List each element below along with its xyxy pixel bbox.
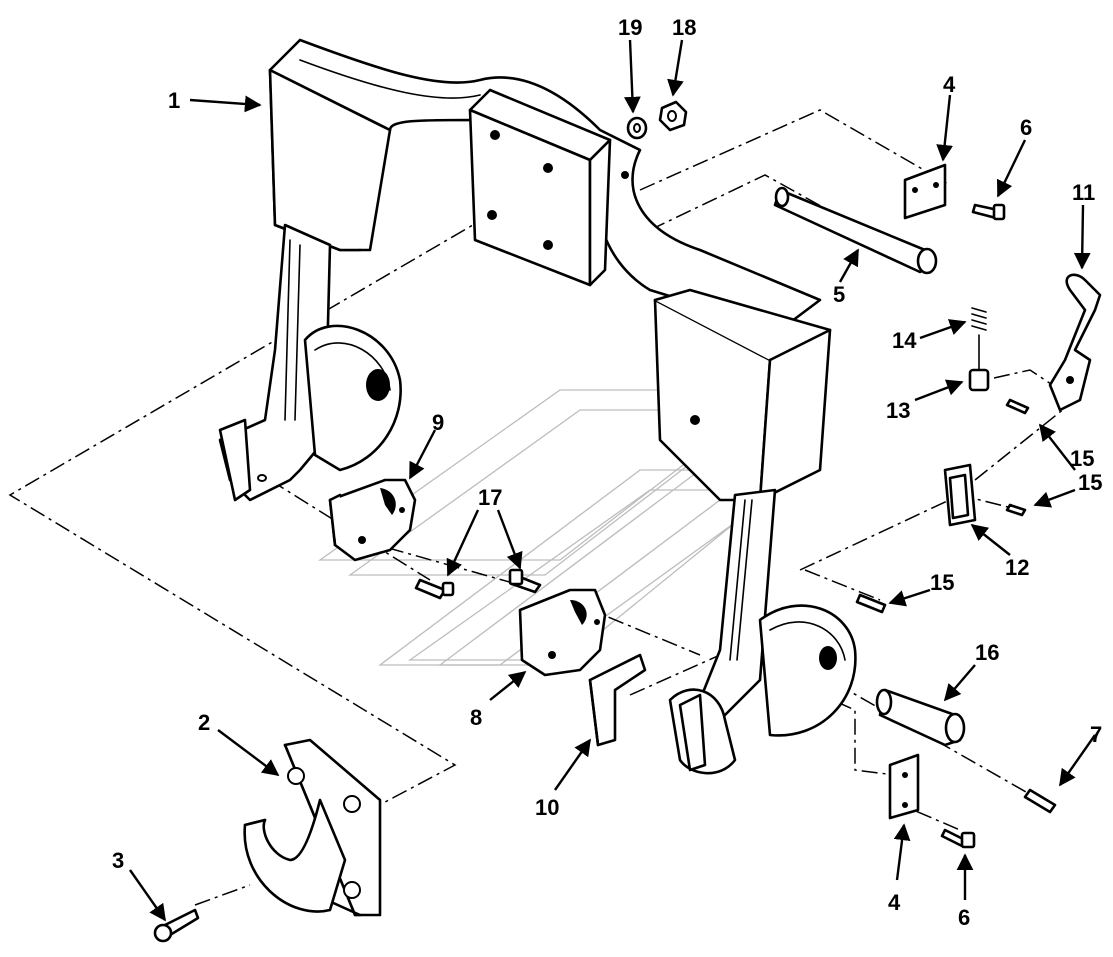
callout-arrows (129, 39, 1096, 922)
block-8 (518, 588, 607, 677)
bracket-12 (943, 463, 977, 527)
callout-8: 8 (470, 705, 482, 730)
callout-15-b: 15 (1078, 470, 1102, 495)
callout-9: 9 (432, 410, 444, 435)
callout-4-upper: 4 (943, 72, 956, 97)
nut-18 (658, 100, 688, 132)
hook-plate-2 (243, 738, 382, 917)
callout-16: 16 (975, 640, 999, 665)
bolt-3 (153, 908, 200, 943)
callout-15-c: 15 (930, 570, 954, 595)
callout-2: 2 (198, 710, 210, 735)
callout-7: 7 (1090, 722, 1102, 747)
phantom-lines (8, 109, 1077, 906)
callout-10: 10 (535, 795, 559, 820)
roll-pin-15-a (1005, 398, 1030, 415)
main-frame (218, 38, 857, 775)
callout-6-lower: 6 (958, 905, 970, 930)
lock-tab-10 (588, 653, 647, 747)
pin-16 (875, 688, 966, 747)
callout-4-lower: 4 (888, 890, 901, 915)
callout-12: 12 (1005, 555, 1029, 580)
latch-13 (968, 334, 990, 392)
bolt-6-lower (940, 828, 976, 849)
callout-1: 1 (168, 88, 180, 113)
plate-4-lower (888, 753, 920, 820)
bolt-6-upper (971, 203, 1006, 221)
pin-7 (1023, 788, 1057, 814)
bolts-17 (414, 568, 542, 600)
callout-19: 19 (618, 15, 642, 40)
block-9 (328, 478, 417, 562)
callout-13: 13 (886, 398, 910, 423)
plate-4-upper (903, 163, 947, 220)
callout-17: 17 (478, 485, 502, 510)
pin-5 (773, 186, 938, 275)
callout-3: 3 (112, 848, 124, 873)
callout-labels: 1 2 3 4 4 5 6 6 7 8 9 10 11 12 13 14 15 … (112, 15, 1102, 930)
roll-pin-15-c (855, 593, 887, 614)
handle-11 (1048, 273, 1102, 412)
spring-14 (971, 307, 987, 331)
roll-pin-15-b (1005, 503, 1027, 517)
callout-11: 11 (1072, 180, 1095, 205)
callout-18: 18 (672, 15, 696, 40)
callout-6-upper: 6 (1020, 115, 1032, 140)
callout-5: 5 (833, 282, 845, 307)
washer-19 (626, 116, 648, 140)
callout-14: 14 (892, 328, 917, 353)
callout-15-a: 15 (1070, 446, 1094, 471)
